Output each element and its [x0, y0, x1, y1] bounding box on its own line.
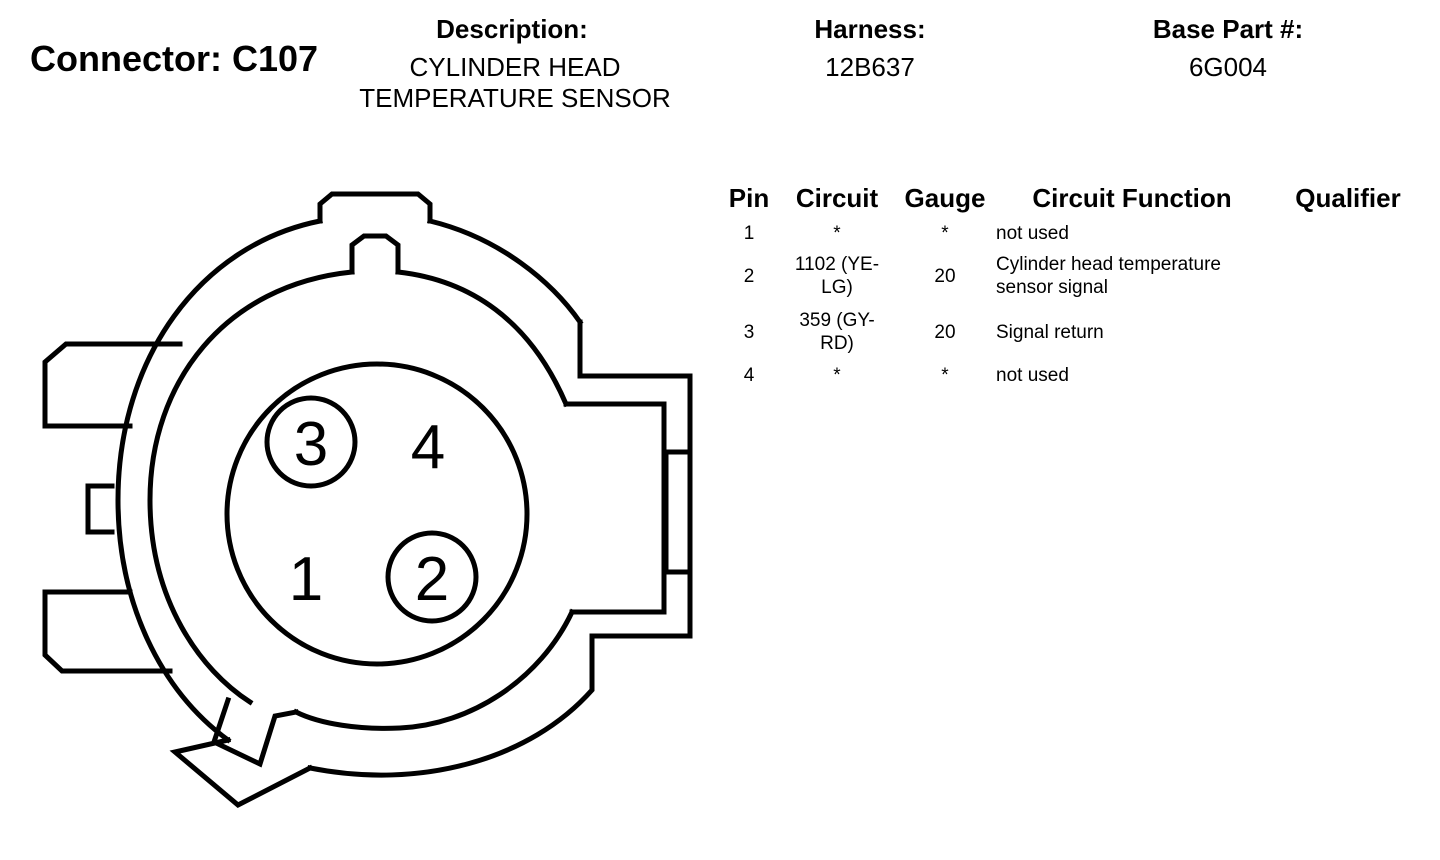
top-latch-outer: [317, 191, 433, 224]
header-circuit-function: Circuit Function: [1032, 182, 1232, 213]
function-line-1: Cylinder head temperature: [996, 254, 1221, 275]
cell-qualifier: [1268, 218, 1428, 248]
function-line-1: not used: [996, 364, 1069, 386]
cell-function: Signal return: [996, 304, 1268, 360]
left-upper-tab: [42, 341, 183, 429]
bottom-shell: [307, 633, 595, 778]
function-line-2: sensor signal: [996, 277, 1108, 298]
cell-gauge: 20: [934, 265, 956, 287]
circuit-line-1: *: [833, 364, 841, 386]
circuit-line-1: 1102 (YE-: [794, 254, 880, 275]
pin-2-ring: [385, 530, 479, 624]
table-row: 3 359 (GY- RD) 20 Signal return: [718, 304, 1428, 360]
bottom-latch: [169, 696, 314, 808]
inner-ring: [147, 269, 576, 731]
cell-pin: 2: [743, 265, 755, 287]
pin-table: Pin Circuit Gauge Circuit Function Quali…: [718, 178, 1428, 390]
right-slot: [663, 449, 693, 575]
function-line-1: not used: [996, 222, 1069, 244]
description-label: Description:: [436, 14, 588, 44]
circuit-line-1: 359 (GY-: [799, 310, 875, 331]
cell-circuit: 1102 (YE- LG): [780, 248, 894, 304]
cell-circuit: 359 (GY- RD): [780, 304, 894, 360]
table-header-row: Pin Circuit Gauge Circuit Function Quali…: [718, 178, 1428, 218]
cell-circuit: *: [780, 360, 894, 390]
cell-pin: 1: [743, 222, 755, 244]
right-block-inner: [563, 401, 667, 615]
description-line-2: TEMPERATURE SENSOR: [359, 83, 671, 113]
function-line-1: Signal return: [996, 321, 1104, 343]
header-gauge: Gauge: [904, 182, 986, 213]
pin-label-3: 3: [294, 410, 328, 479]
cell-qualifier: [1268, 360, 1428, 390]
harness-value: 12B637: [825, 52, 915, 82]
pin-label-4: 4: [411, 413, 445, 482]
outer-shell-left: [115, 218, 323, 744]
cell-gauge: *: [941, 222, 949, 244]
cell-qualifier: [1268, 248, 1428, 304]
cell-function: not used: [996, 360, 1268, 390]
pin-face: [224, 361, 530, 667]
pin-label-1: 1: [289, 545, 323, 614]
left-lower-tab: [42, 589, 173, 674]
circuit-line-2: LG): [821, 277, 853, 298]
cell-qualifier: [1268, 304, 1428, 360]
cell-pin: 4: [743, 364, 755, 386]
description-line-1: CYLINDER HEAD: [409, 52, 621, 82]
cell-circuit: *: [780, 218, 894, 248]
connector-face-diagram: 3 4 1 2: [42, 191, 693, 808]
circuit-line-1: *: [833, 222, 841, 244]
base-part-value: 6G004: [1188, 52, 1268, 82]
cell-gauge: *: [941, 364, 949, 386]
table-row: 4 * * not used: [718, 360, 1428, 390]
connector-title: Connector: C107: [30, 38, 319, 79]
base-part-label: Base Part #:: [1152, 14, 1304, 44]
pin-label-2: 2: [415, 545, 449, 614]
table-row: 1 * * not used: [718, 218, 1428, 248]
top-latch-inner: [349, 233, 401, 275]
description-value: CYLINDER HEAD TEMPERATURE SENSOR: [330, 52, 700, 114]
harness-label: Harness:: [814, 14, 926, 44]
cell-function: not used: [996, 218, 1268, 248]
right-block: [577, 373, 693, 639]
header-qualifier: Qualifier: [1295, 182, 1401, 213]
circuit-line-2: RD): [820, 333, 854, 354]
cell-pin: 3: [743, 321, 755, 343]
cell-function: Cylinder head temperature sensor signal: [996, 248, 1268, 304]
outer-shell-right: [426, 217, 584, 326]
cell-gauge: 20: [934, 321, 956, 343]
header-circuit: Circuit: [795, 182, 879, 213]
table-row: 2 1102 (YE- LG) 20 Cylinder head tempera…: [718, 248, 1428, 304]
pin-3-ring: [264, 395, 358, 489]
header-pin: Pin: [728, 182, 770, 213]
left-latch: [85, 483, 115, 535]
